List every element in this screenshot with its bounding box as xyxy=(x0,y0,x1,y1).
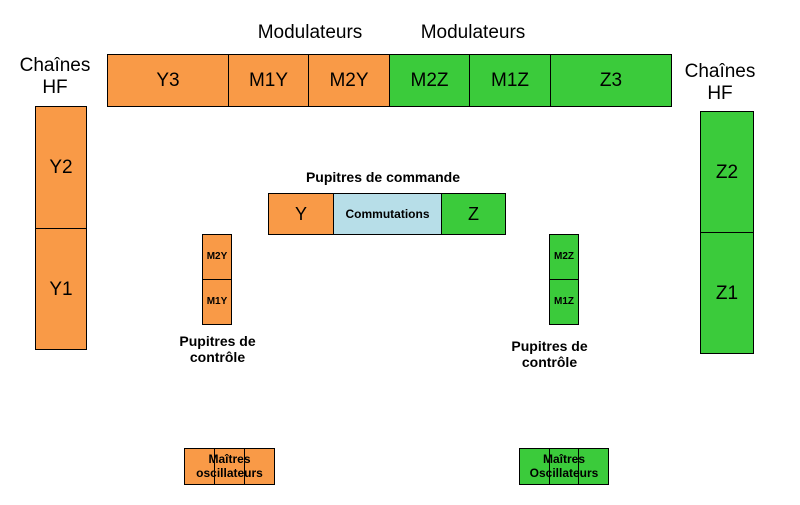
pupitres-commande-label: Pupitres de commande xyxy=(305,169,461,185)
pupitres-controle-label-right: Pupitres de contrôle xyxy=(511,338,588,371)
module-y2: Y2 xyxy=(35,106,87,229)
commande-z: Z xyxy=(441,193,506,235)
module-m2z-top: M2Z xyxy=(389,54,470,107)
controle-m2y: M2Y xyxy=(202,234,232,280)
maitres-oscillateurs-left: Maîtres oscillateurs xyxy=(184,448,275,485)
chaines-hf-label-left: Chaînes HF xyxy=(19,55,91,98)
controle-m1z: M1Z xyxy=(549,279,579,325)
pupitres-controle-label-left: Pupitres de contrôle xyxy=(179,333,256,366)
module-y3: Y3 xyxy=(107,54,229,107)
module-z1: Z1 xyxy=(700,232,754,354)
maitres-oscillateurs-right: Maîtres Oscillateurs xyxy=(519,448,609,485)
commande-commutations: Commutations xyxy=(333,193,442,235)
controle-m1y: M1Y xyxy=(202,279,232,325)
modulateurs-label-left: Modulateurs xyxy=(257,22,363,43)
module-z3: Z3 xyxy=(550,54,672,107)
module-y1: Y1 xyxy=(35,228,87,350)
module-z2: Z2 xyxy=(700,111,754,233)
controle-m2z: M2Z xyxy=(549,234,579,280)
oscillateur-divider xyxy=(549,449,550,484)
maitres-oscillateurs-label-left: Maîtres oscillateurs xyxy=(196,451,263,480)
module-m1y-top: M1Y xyxy=(228,54,309,107)
oscillateur-divider xyxy=(578,449,579,484)
modulateurs-label-right: Modulateurs xyxy=(420,22,526,43)
oscillateur-divider xyxy=(214,449,215,484)
maitres-oscillateurs-label-right: Maîtres Oscillateurs xyxy=(529,451,599,480)
oscillateur-divider xyxy=(244,449,245,484)
chaines-hf-label-right: Chaînes HF xyxy=(684,61,756,104)
module-m1z-top: M1Z xyxy=(469,54,551,107)
module-m2y-top: M2Y xyxy=(308,54,390,107)
commande-y: Y xyxy=(268,193,334,235)
